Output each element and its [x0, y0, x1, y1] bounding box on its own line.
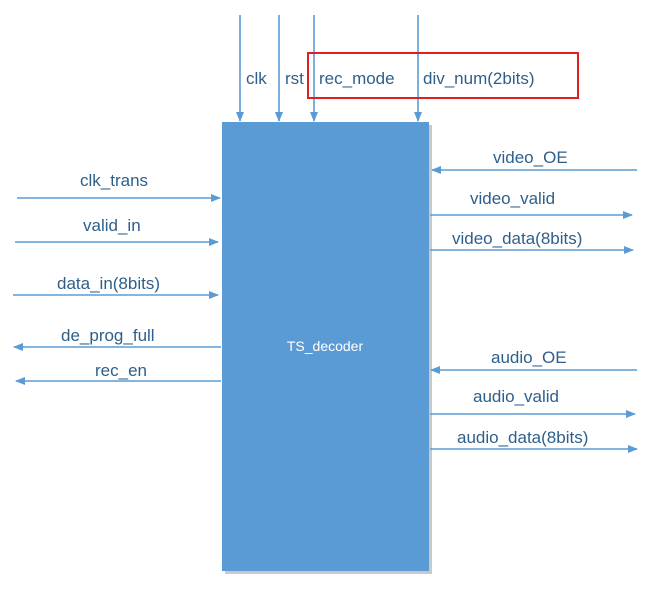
- video-oe-label: video_OE: [493, 148, 568, 167]
- rec-mode-label: rec_mode: [319, 69, 395, 88]
- rec-en-label: rec_en: [95, 361, 147, 380]
- audio-valid-label: audio_valid: [473, 387, 559, 406]
- de-prog-full-label: de_prog_full: [61, 326, 155, 345]
- ts-decoder-block: [222, 122, 429, 571]
- rst-label: rst: [285, 69, 304, 88]
- div-num-label: div_num(2bits): [423, 69, 535, 88]
- highlight-box: [307, 52, 579, 99]
- data-in-label: data_in(8bits): [57, 274, 160, 293]
- clk-trans-label: clk_trans: [80, 171, 148, 190]
- valid-in-label: valid_in: [83, 216, 141, 235]
- audio-oe-label: audio_OE: [491, 348, 567, 367]
- video-valid-label: video_valid: [470, 189, 555, 208]
- clk-label: clk: [246, 69, 267, 88]
- ts-decoder-label: TS_decoder: [287, 338, 364, 354]
- audio-data-label: audio_data(8bits): [457, 428, 588, 447]
- video-data-label: video_data(8bits): [452, 229, 582, 248]
